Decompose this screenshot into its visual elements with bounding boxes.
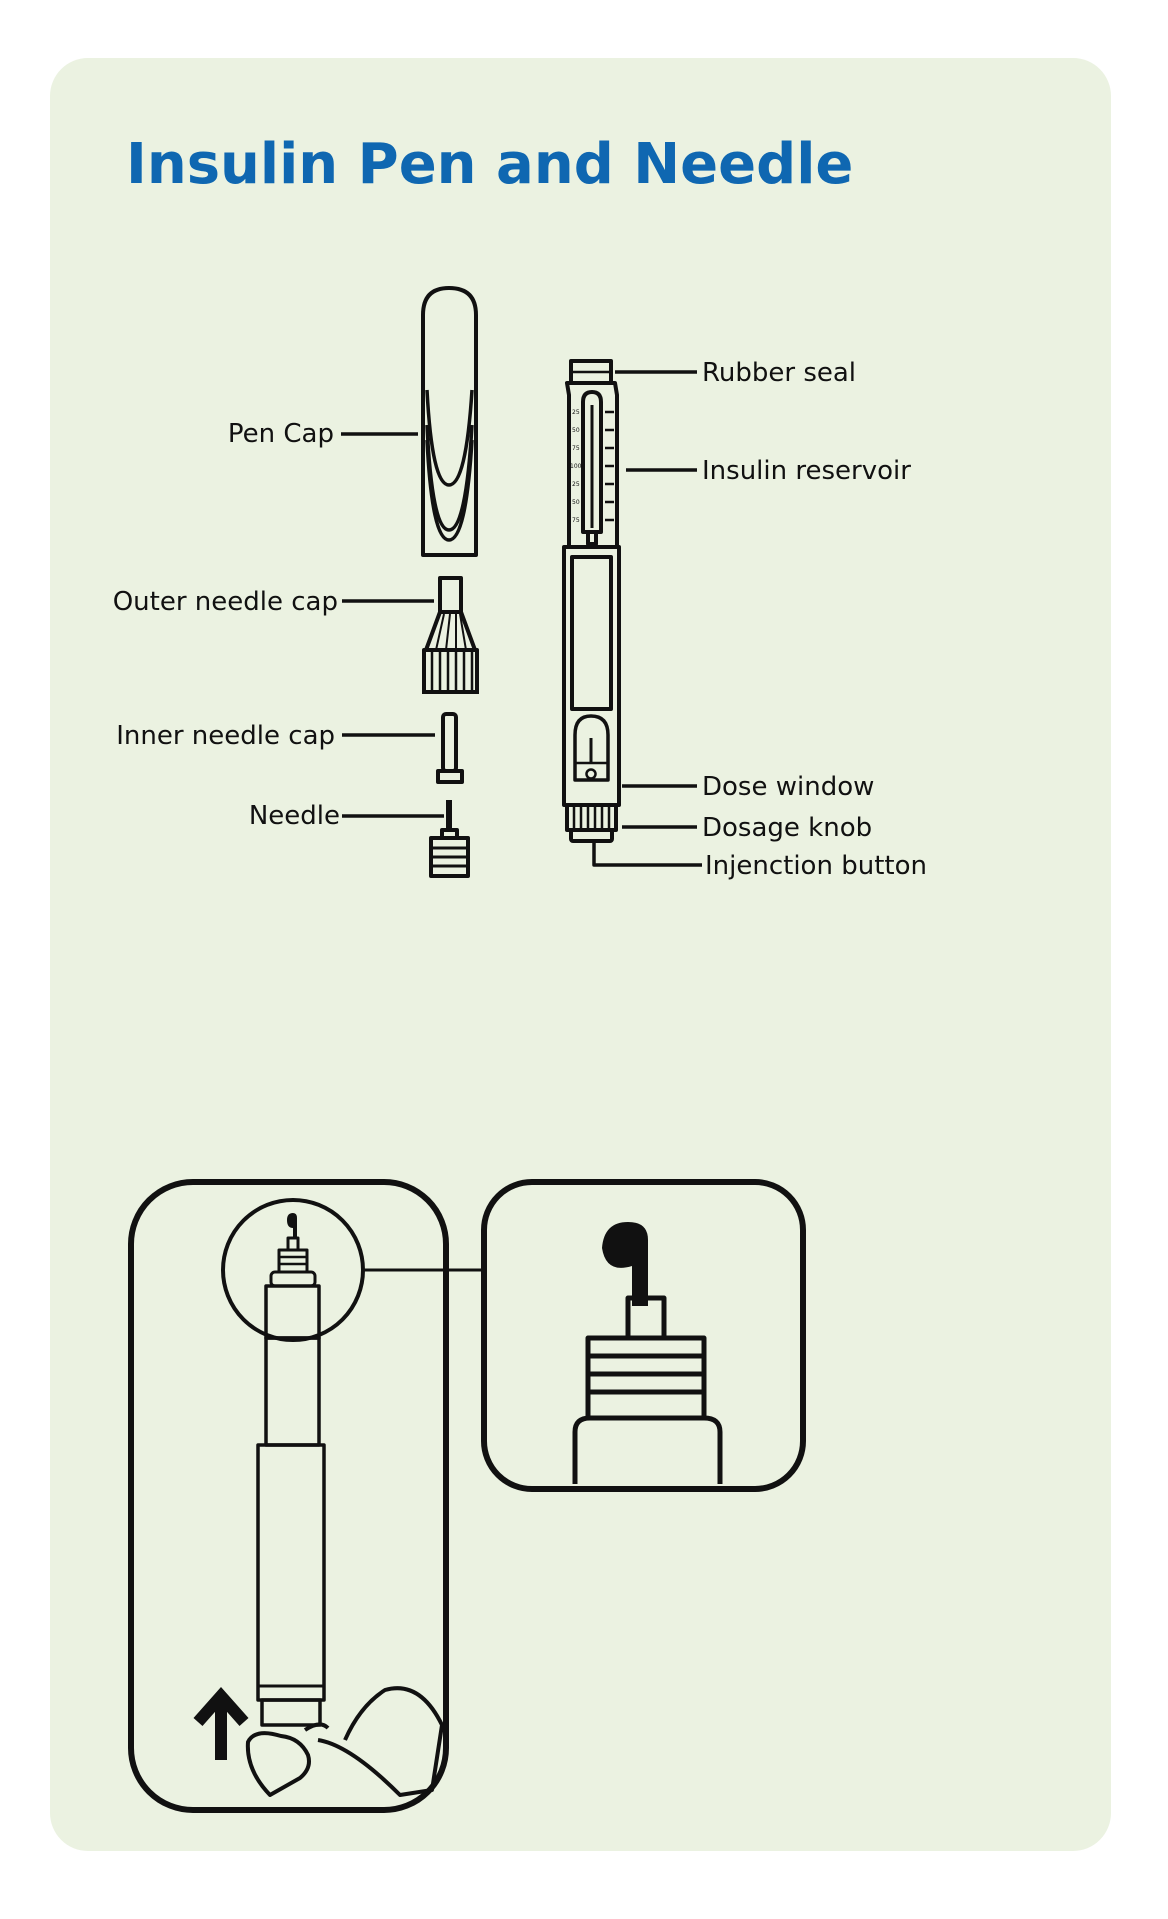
label-dosage-knob: Dosage knob [702,813,872,843]
inner-needle-cap [436,712,464,784]
label-inner-needle-cap: Inner needle cap [116,721,335,751]
needle-zoom-detail [481,1179,806,1492]
pen-upright-illustration [128,1179,484,1813]
scale-tick: 50 [572,427,580,434]
label-outer-needle-cap: Outer needle cap [113,587,338,617]
label-needle: Needle [249,801,340,831]
label-injection-button: Injenction button [705,851,927,881]
label-pen-cap: Pen Cap [228,419,334,449]
needle [429,800,470,878]
scale-tick: 25 [572,481,580,488]
pen-cap [421,286,478,557]
scale-tick: 100 [570,463,582,470]
label-dose-window: Dose window [702,772,874,802]
label-insulin-reservoir: Insulin reservoir [702,456,911,486]
page-title: Insulin Pen and Needle [126,132,854,197]
scale-tick: 50 [572,499,580,506]
scale-tick: 75 [572,445,580,452]
diagram-panel [50,58,1111,1851]
scale-tick: 75 [572,517,580,524]
leader-lines [341,370,702,867]
insulin-pen [562,359,621,843]
label-rubber-seal: Rubber seal [702,358,856,388]
outer-needle-cap [422,576,479,694]
scale-tick: 25 [572,409,580,416]
